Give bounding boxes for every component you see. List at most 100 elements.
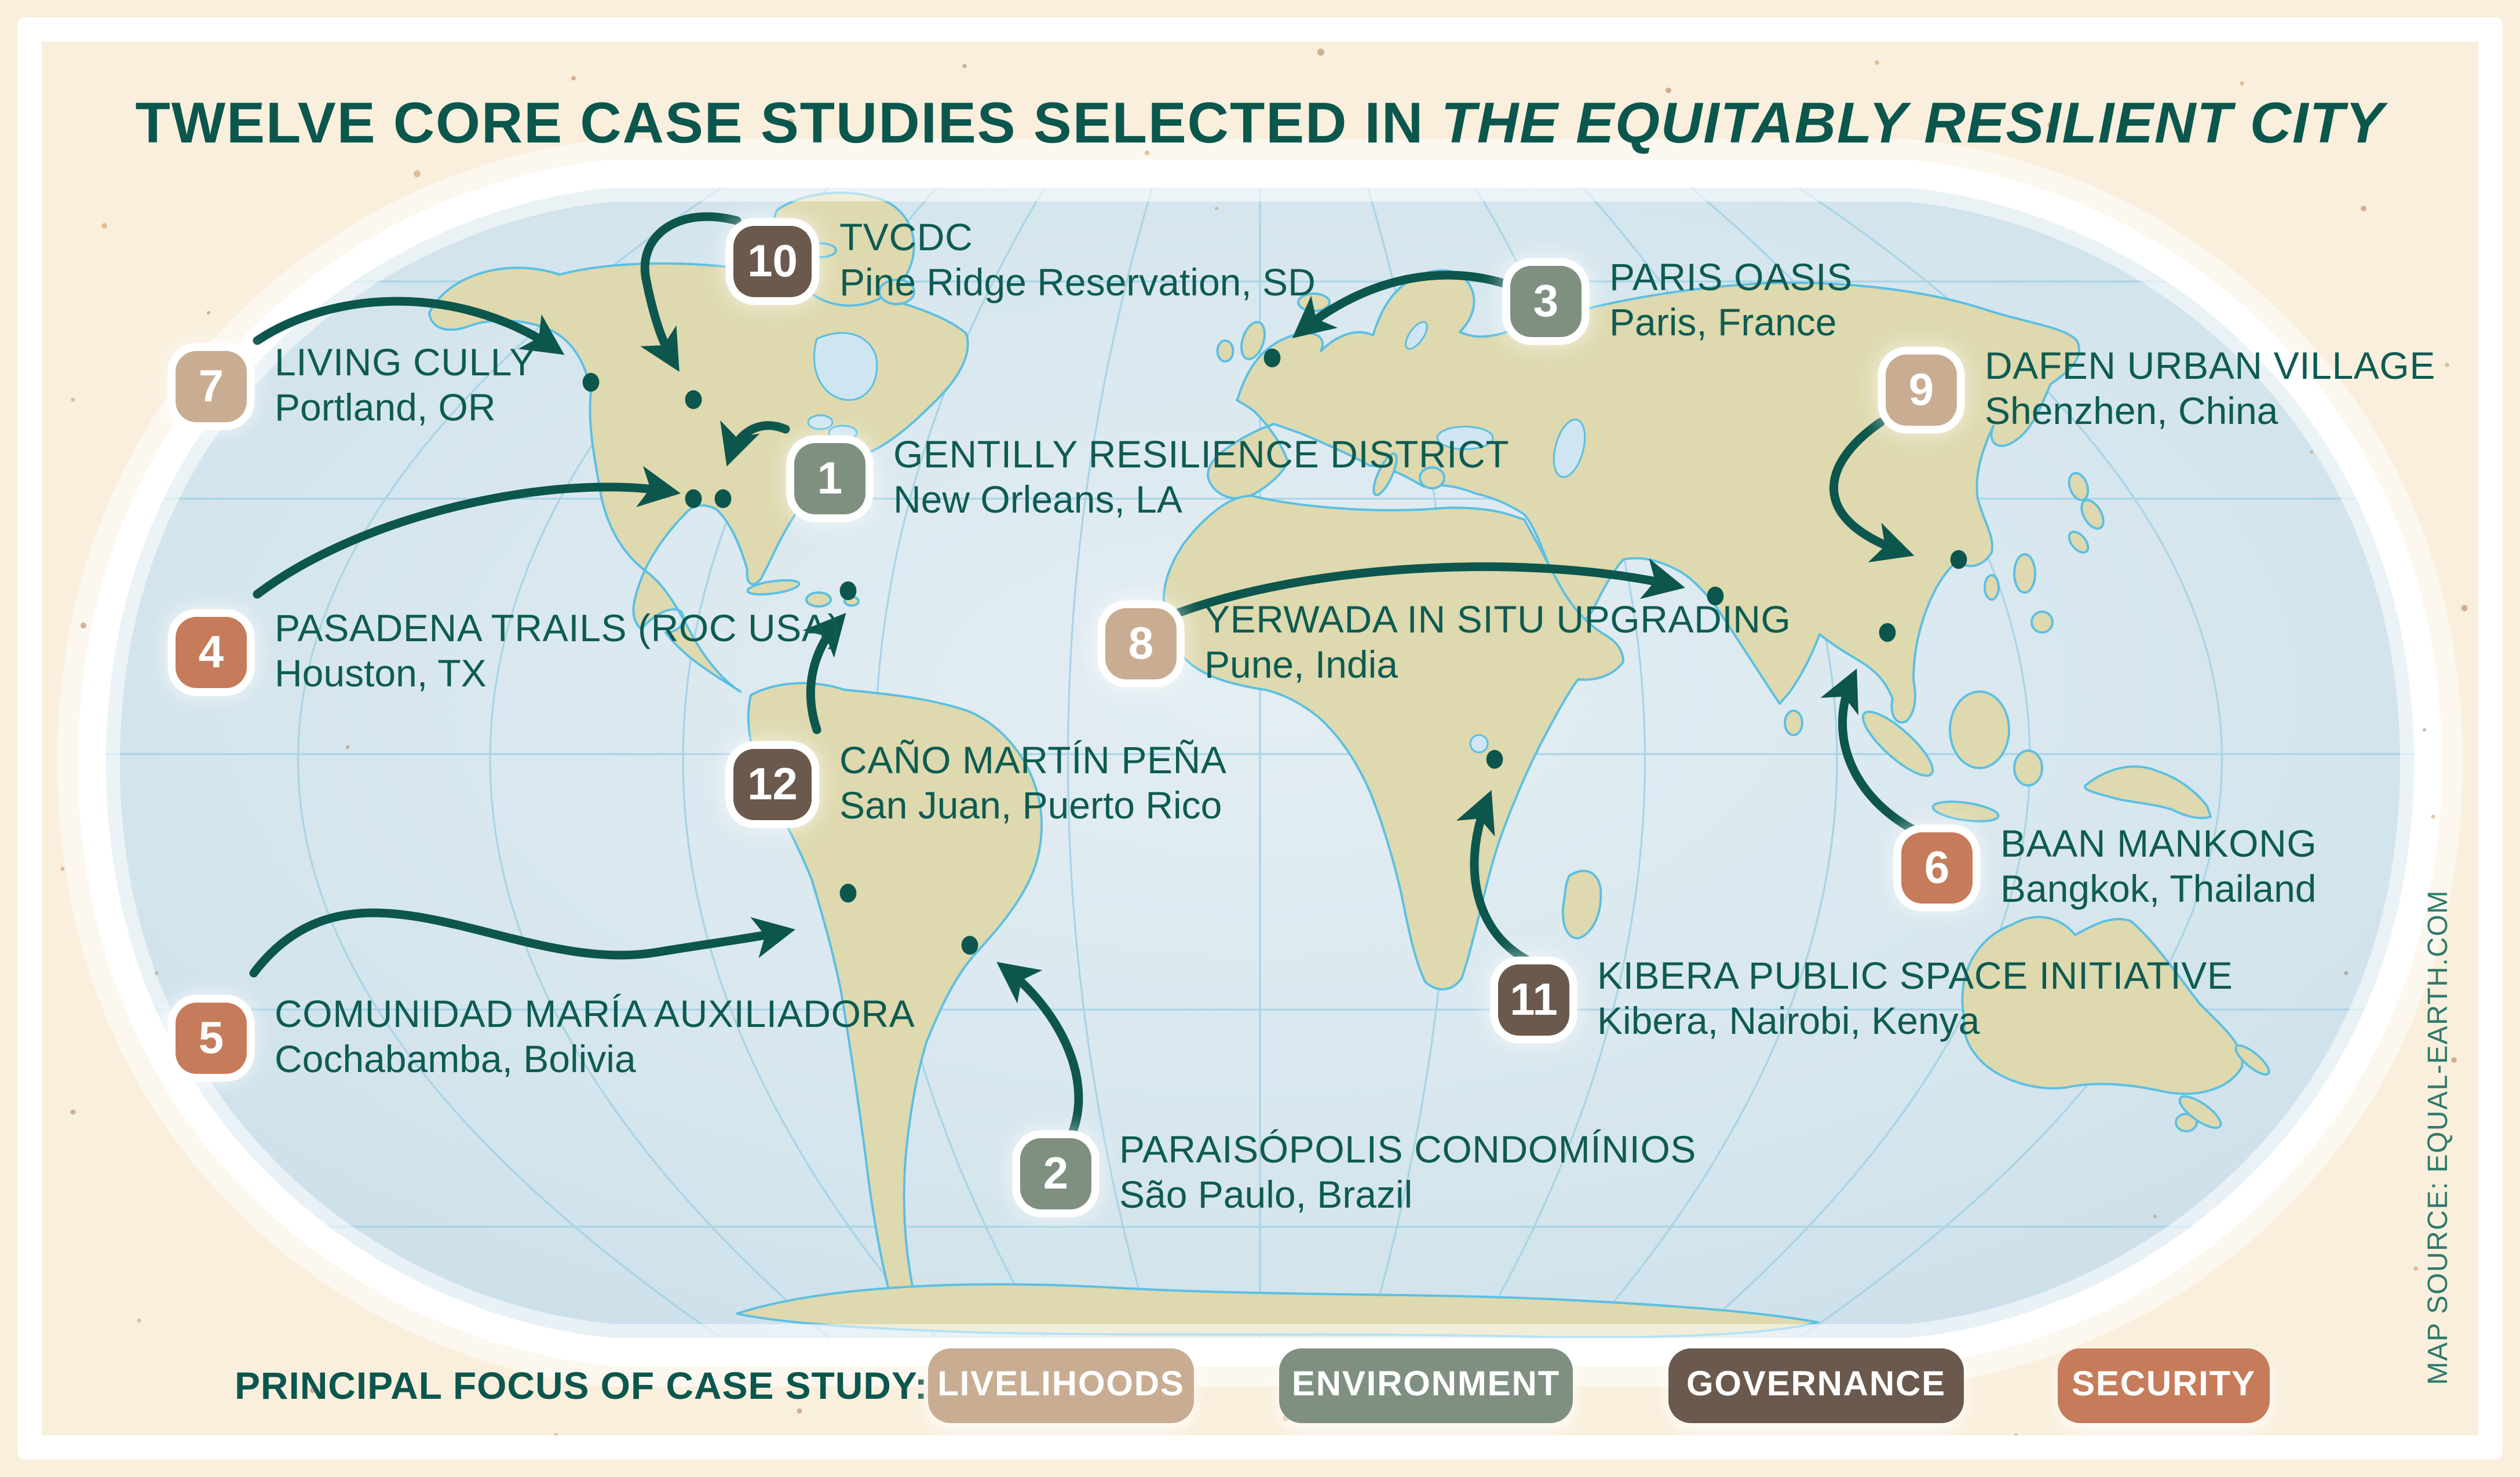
case-city: San Juan, Puerto Rico bbox=[839, 784, 1222, 827]
island-baffin bbox=[878, 279, 915, 305]
page-title: TWELVE CORE CASE STUDIES SELECTED IN THE… bbox=[0, 90, 2520, 156]
island-new-zealand-north bbox=[2234, 1044, 2270, 1076]
arrow-paraisopolis bbox=[996, 961, 1083, 1138]
case-city: Portland, OR bbox=[275, 386, 496, 429]
title-regular: TWELVE CORE CASE STUDIES SELECTED IN bbox=[135, 90, 1441, 155]
case-name: PARIS OASIS bbox=[1609, 255, 1853, 299]
island-java bbox=[1931, 800, 2000, 822]
location-dot-nairobi bbox=[1486, 750, 1503, 769]
water-hudson-bay bbox=[813, 332, 878, 401]
title-italic: THE EQUITABLY RESILIENT CITY bbox=[1441, 90, 2385, 155]
case-city: Paris, France bbox=[1609, 301, 1837, 344]
leader-arrows bbox=[249, 212, 1927, 1138]
legend-pill-security: SECURITY bbox=[2058, 1348, 2270, 1423]
case-number-badge: 7 bbox=[176, 350, 247, 422]
landmass-south-america bbox=[747, 682, 1043, 1313]
island-ireland bbox=[1216, 339, 1235, 363]
case-name: DAFEN URBAN VILLAGE bbox=[1985, 344, 2435, 387]
case-number-badge: 2 bbox=[1020, 1137, 1091, 1209]
location-dot-pune bbox=[1707, 586, 1724, 606]
island-luzon bbox=[2013, 553, 2036, 594]
legend-label: PRINCIPAL FOCUS OF CASE STUDY: bbox=[235, 1364, 928, 1407]
arrow-pasadena bbox=[253, 466, 681, 599]
island-taiwan bbox=[1984, 574, 2000, 601]
case-name: PASADENA TRAILS (ROC USA) bbox=[275, 606, 841, 650]
case-number-badge: 10 bbox=[733, 225, 812, 297]
water-great-lake-2 bbox=[828, 425, 858, 441]
case-name: BAAN MANKONG bbox=[2000, 822, 2317, 865]
location-dot-bangkok bbox=[1879, 623, 1896, 642]
case-city: Pune, India bbox=[1204, 643, 1398, 686]
case-name: LIVING CULLY bbox=[275, 341, 535, 384]
case-city: Bangkok, Thailand bbox=[2000, 867, 2317, 911]
legend-pill-governance: GOVERNANCE bbox=[1668, 1348, 1964, 1423]
location-dot-cochabamba bbox=[839, 883, 857, 903]
island-sumatra bbox=[1861, 710, 1934, 777]
map-source-credit: MAP SOURCE: EQUAL-EARTH.COM bbox=[2424, 890, 2454, 1385]
paper-speckles bbox=[60, 49, 2468, 1441]
island-japan-3 bbox=[2068, 531, 2090, 554]
arrow-comunidad bbox=[249, 908, 795, 978]
case-city: Houston, TX bbox=[275, 652, 487, 695]
case-name: YERWADA IN SITU UPGRADING bbox=[1204, 598, 1791, 641]
location-dot-new-orleans bbox=[714, 489, 732, 509]
water-great-lake-1 bbox=[807, 414, 834, 430]
arrow-paris-oasis bbox=[1292, 270, 1527, 338]
case-number-badge: 4 bbox=[176, 616, 247, 688]
arrow-yerwada bbox=[1135, 558, 1685, 634]
case-name: TVCDC bbox=[839, 215, 973, 259]
case-name: KIBERA PUBLIC SPACE INITIATIVE bbox=[1597, 954, 2233, 997]
legend-pill-environment: ENVIRONMENT bbox=[1279, 1348, 1573, 1423]
arrow-living-cully bbox=[253, 297, 565, 355]
arrow-kibera bbox=[1456, 790, 1531, 964]
peninsula-italy bbox=[1372, 452, 1398, 496]
water-black-sea bbox=[1436, 426, 1494, 450]
case-name: GENTILLY RESILIENCE DISTRICT bbox=[893, 433, 1510, 476]
case-number-badge: 8 bbox=[1105, 607, 1177, 679]
location-dot-shenzhen bbox=[1950, 550, 1967, 569]
case-name: PARAISÓPOLIS CONDOMÍNIOS bbox=[1119, 1128, 1697, 1171]
island-britain bbox=[1240, 321, 1266, 360]
island-mindanao bbox=[2030, 610, 2054, 634]
case-number-badge: 5 bbox=[176, 1001, 247, 1073]
arrow-baan-mankong bbox=[1820, 668, 1927, 839]
case-number-badge: 3 bbox=[1510, 265, 1582, 337]
case-number-badge: 6 bbox=[1901, 831, 1973, 903]
case-city: Shenzhen, China bbox=[1985, 389, 2278, 433]
island-tasmania bbox=[2175, 1113, 2198, 1132]
arrow-dafen bbox=[1829, 418, 1915, 562]
arrow-gentilly bbox=[720, 420, 790, 467]
water-caspian-sea bbox=[1553, 418, 1586, 478]
landmass-eurasia bbox=[1207, 269, 2080, 723]
island-sulawesi bbox=[2013, 750, 2043, 787]
island-new-guinea bbox=[2083, 765, 2212, 820]
location-dot-houston bbox=[685, 489, 702, 509]
case-number-badge: 9 bbox=[1886, 353, 1957, 425]
island-new-zealand-south bbox=[2178, 1095, 2222, 1129]
water-baltic-sea bbox=[1405, 321, 1428, 350]
island-hispaniola bbox=[805, 591, 832, 608]
case-number-badge: 1 bbox=[794, 442, 865, 514]
landmass-australia bbox=[1961, 916, 2244, 1095]
arrow-cano-martin-pena bbox=[802, 613, 846, 734]
island-madagascar bbox=[1561, 869, 1602, 939]
island-japan-2 bbox=[2080, 499, 2105, 530]
case-card-4: 4 PASADENA TRAILS (ROC USA)Houston, TX bbox=[176, 606, 841, 697]
location-dot-sao-paulo bbox=[961, 935, 978, 955]
case-city: Pine Ridge Reservation, SD bbox=[839, 261, 1316, 304]
location-dot-paris bbox=[1263, 348, 1281, 368]
case-city: New Orleans, LA bbox=[893, 478, 1182, 521]
location-dots bbox=[582, 348, 1967, 955]
legend-pill-livelihoods: LIVELIHOODS bbox=[928, 1348, 1194, 1423]
island-japan-1 bbox=[2068, 471, 2090, 502]
peninsula-greece bbox=[1419, 466, 1445, 489]
